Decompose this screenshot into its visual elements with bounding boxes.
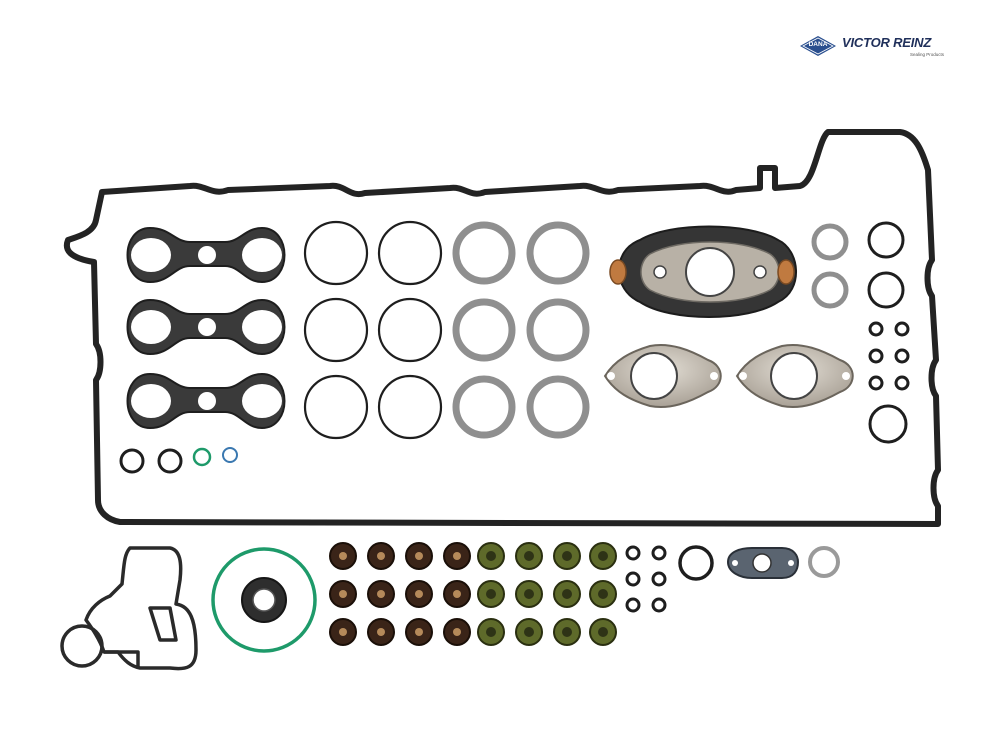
exhaust-flange-gasket-1 (603, 344, 722, 408)
gray-ring-bottom-right (808, 546, 840, 578)
tiny-o-rings (625, 545, 667, 613)
o-rings-black (303, 220, 443, 440)
sealing-rings-gray (452, 221, 590, 439)
crankshaft-seal-assembly (211, 547, 317, 653)
small-flange-gasket (726, 547, 800, 579)
intake-gasket-2 (126, 298, 286, 356)
oil-housing-gasket (60, 546, 198, 671)
small-rings-left (119, 447, 238, 474)
victor-reinz-logo: DANA VICTOR REINZ Sealing Products (800, 34, 950, 60)
valve-cover-gasket (63, 129, 941, 527)
vanos-flange-gasket (609, 225, 797, 318)
intake-gasket-3 (126, 372, 286, 430)
o-ring-bottom-right (678, 545, 714, 581)
dana-diamond-icon (800, 36, 836, 56)
logo-tagline: Sealing Products (910, 52, 945, 57)
logo-badge-text: DANA (808, 41, 828, 48)
valve-stem-seals-brown (329, 542, 471, 646)
right-rings (811, 221, 910, 444)
logo-brand-name: VICTOR REINZ (842, 35, 932, 50)
intake-gasket-1 (126, 226, 286, 284)
valve-stem-seals-olive (477, 542, 617, 646)
exhaust-flange-gasket-2 (735, 344, 854, 408)
